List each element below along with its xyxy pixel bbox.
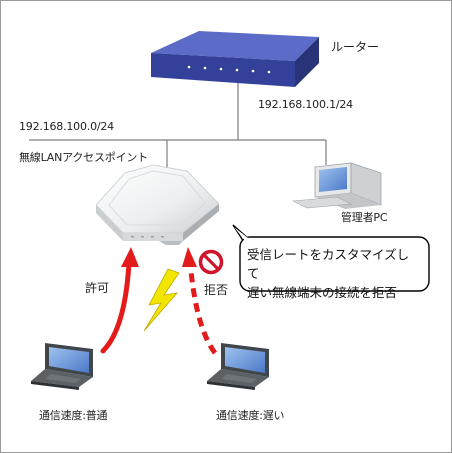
callout-balloon	[232, 224, 430, 292]
router-ip-label: 192.168.100.1/24	[258, 98, 353, 111]
laptop-icon	[31, 343, 93, 390]
deny-label: 拒否	[204, 283, 229, 297]
pc-icon	[291, 162, 382, 209]
speed-normal-label: 通信速度:普通	[39, 409, 108, 422]
callout-line-2: 遅い無線端末の接続を拒否	[247, 285, 398, 300]
network-lines	[29, 81, 327, 179]
allow-label: 許可	[85, 281, 110, 295]
admin-pc-label: 管理者PC	[341, 211, 388, 224]
callout-line-1: 受信レートをカスタマイズして	[247, 247, 410, 281]
access-point-icon	[95, 164, 220, 245]
router-label: ルーター	[331, 40, 380, 54]
router-icon	[151, 31, 319, 87]
prohibited-icon	[198, 249, 224, 275]
callout-text: 受信レートをカスタマイズして 遅い無線端末の接続を拒否	[247, 245, 421, 302]
speed-slow-label: 通信速度:遅い	[216, 409, 285, 422]
network-address-label: 192.168.100.0/24	[19, 120, 114, 133]
laptop-icon	[207, 343, 269, 390]
access-point-label: 無線LANアクセスポイント	[19, 151, 148, 164]
allow-arrow	[100, 247, 139, 354]
deny-arrow	[182, 247, 218, 355]
lightning-icon	[143, 268, 180, 332]
